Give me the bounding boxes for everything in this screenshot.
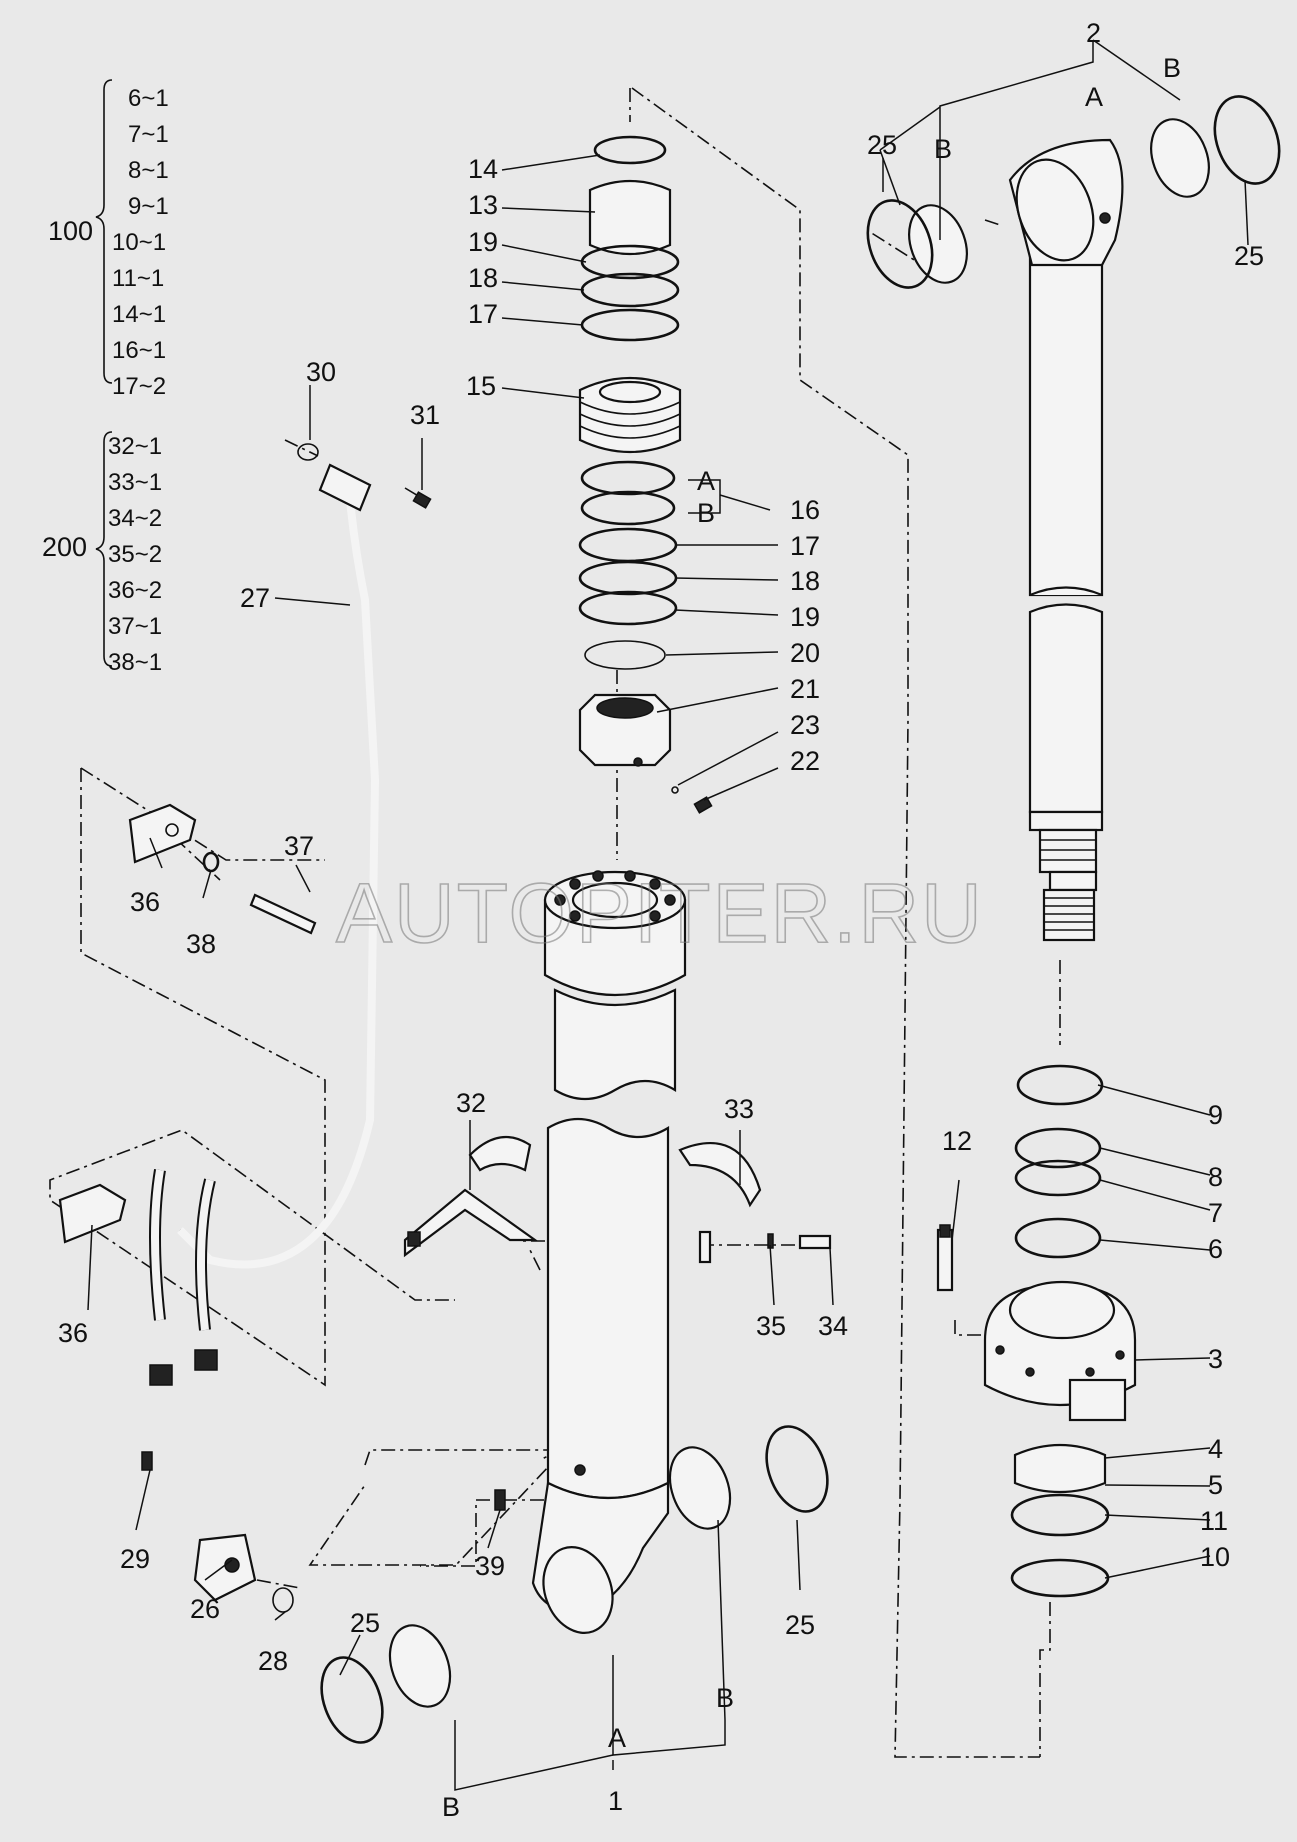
kit-part: 16~1 [112,337,166,364]
callout-4: 4 [1208,1434,1223,1464]
callout-19: 19 [468,227,498,257]
callout-B: B [442,1792,460,1822]
callout-28: 28 [258,1646,288,1676]
callout-36: 36 [130,887,160,917]
kit-part: 33~1 [108,469,162,496]
cylinder-tube [531,870,687,1634]
kit-part: 14~1 [112,301,166,328]
callout-23: 23 [790,710,820,740]
callout-6: 6 [1208,1234,1223,1264]
kit-part: 10~1 [112,229,166,256]
callout-25: 25 [1234,241,1264,271]
leader-lines [87,39,1249,1791]
kit-part: 36~2 [108,577,162,604]
callout-25: 25 [350,1608,380,1638]
callout-B: B [934,134,952,164]
callout-22: 22 [790,746,820,776]
callout-5: 5 [1208,1470,1223,1500]
callout-7: 7 [1208,1198,1223,1228]
kit-number: 100 [48,216,93,246]
callout-21: 21 [790,674,820,704]
callout-36: 36 [58,1318,88,1348]
callout-26: 26 [190,1594,220,1624]
callout-B: B [716,1683,734,1713]
kit-part: 37~1 [108,613,162,640]
callout-16: 16 [790,495,820,525]
callout-2: 2 [1086,18,1101,48]
kit-part: 6~1 [128,85,169,112]
callout-19: 19 [790,602,820,632]
kit-part: 35~2 [108,541,162,568]
callout-29: 29 [120,1544,150,1574]
callout-B: B [697,498,715,528]
kit-part: 34~2 [108,505,162,532]
callout-37: 37 [284,831,314,861]
callout-11: 11 [1200,1506,1228,1536]
rod-bushings [866,95,1281,289]
kit-100: 100 6~1 7~1 8~1 9~1 10~1 11~1 14~1 16~1 … [48,85,169,400]
hoses-and-pipes [141,443,506,1613]
callout-1: 1 [608,1786,623,1816]
kit-part: 11~1 [112,265,164,292]
kit-part: 38~1 [108,649,162,676]
callout-17: 17 [468,299,498,329]
callout-34: 34 [818,1311,848,1341]
kit-braces [95,79,113,667]
kit-part: 9~1 [128,193,169,220]
callout-31: 31 [410,400,440,430]
kit-number: 200 [42,532,87,562]
piston-stack [578,135,713,814]
callout-30: 30 [306,357,336,387]
kit-200: 200 32~1 33~1 34~2 35~2 36~2 37~1 38~1 [42,433,162,676]
callout-9: 9 [1208,1100,1223,1130]
callout-25: 25 [785,1610,815,1640]
tube-bushings [320,1425,829,1744]
callout-8: 8 [1208,1162,1223,1192]
callout-32: 32 [456,1088,486,1118]
callout-38: 38 [186,929,216,959]
callout-35: 35 [756,1311,786,1341]
callout-3: 3 [1208,1344,1223,1374]
callout-17: 17 [790,531,820,561]
callout-15: 15 [466,371,496,401]
callout-33: 33 [724,1094,754,1124]
piston-rod [1028,253,1104,942]
callout-39: 39 [475,1551,505,1581]
callout-18: 18 [790,566,820,596]
callout-13: 13 [468,190,498,220]
callout-10: 10 [1200,1542,1230,1572]
callout-27: 27 [240,583,270,613]
rod-end-eye [1008,138,1124,267]
callout-A: A [697,466,715,496]
callout-20: 20 [790,638,820,668]
callout-B: B [1163,53,1181,83]
callout-labels: 2 A B B 25 25 14 13 19 18 17 15 A B 16 1… [58,18,1264,1822]
kit-part: 32~1 [108,433,162,460]
kit-part: 17~2 [112,373,166,400]
kit-part: 7~1 [128,121,169,148]
callout-A: A [1085,82,1103,112]
callout-18: 18 [468,263,498,293]
pipe-clamps [58,803,832,1264]
callout-A: A [608,1723,626,1753]
callout-25: 25 [867,130,897,160]
callout-12: 12 [942,1126,972,1156]
kit-part: 8~1 [128,157,169,184]
cylinder-head-parts [936,1064,1137,1598]
callout-14: 14 [468,154,498,184]
watermark: AUTOPITER.RU [336,866,984,960]
